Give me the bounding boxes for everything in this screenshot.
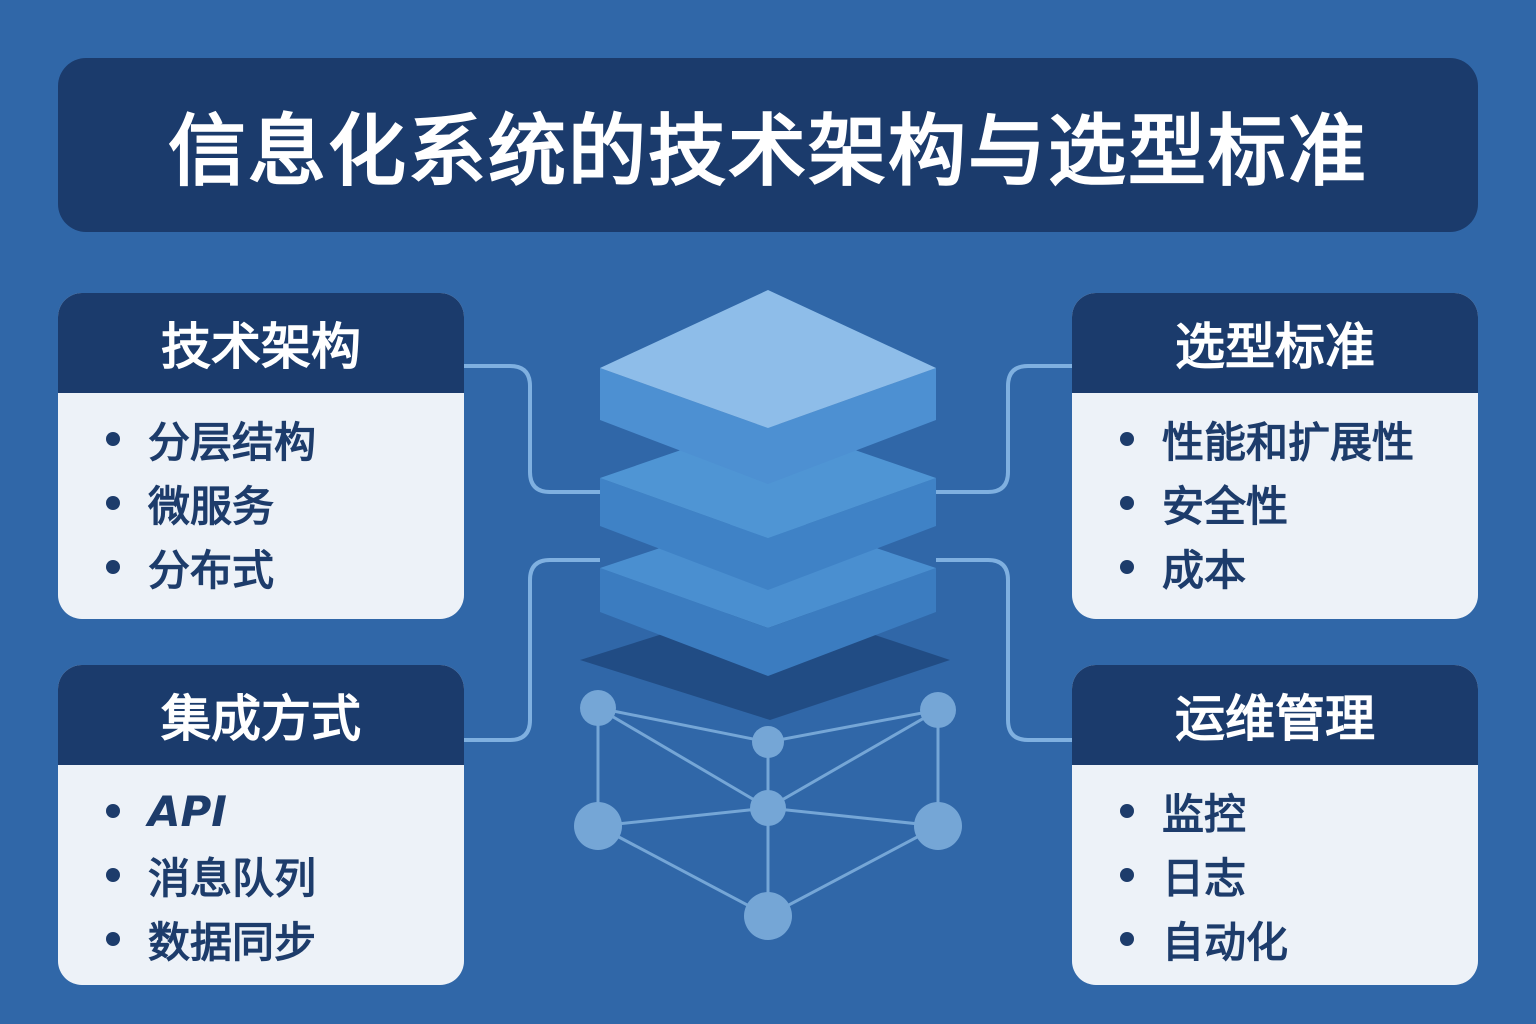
list-item: 消息队列 [106, 843, 464, 907]
connector-tech-arch [464, 364, 600, 494]
network-node [914, 802, 962, 850]
card-heading: 运维管理 [1072, 665, 1478, 765]
bullet-icon [1120, 432, 1134, 446]
network-node [750, 790, 786, 826]
page-title: 信息化系统的技术架构与选型标准 [167, 107, 1368, 197]
connector-ops [936, 558, 1072, 742]
list-item: API [106, 779, 464, 843]
bullet-icon [106, 804, 120, 818]
stack-layer-top [600, 290, 936, 484]
list-item: 安全性 [1120, 471, 1478, 535]
card-selection-criteria: 选型标准 性能和扩展性 安全性 成本 [1072, 293, 1478, 619]
bullet-icon [1120, 868, 1134, 882]
bullet-icon [1120, 932, 1134, 946]
list-item: 成本 [1120, 535, 1478, 599]
card-tech-architecture: 技术架构 分层结构 微服务 分布式 [58, 293, 464, 619]
list-item: 分层结构 [106, 407, 464, 471]
card-operations: 运维管理 监控 日志 自动化 [1072, 665, 1478, 985]
list-item: 性能和扩展性 [1120, 407, 1478, 471]
network-node [580, 690, 616, 726]
connector-lines [464, 364, 1072, 742]
list-item: 微服务 [106, 471, 464, 535]
bullet-icon [106, 496, 120, 510]
list-item: 日志 [1120, 843, 1478, 907]
network-node [744, 892, 792, 940]
title-banner: 信息化系统的技术架构与选型标准 [58, 58, 1478, 232]
bullet-icon [106, 868, 120, 882]
network-node [920, 692, 956, 728]
card-heading: 集成方式 [58, 665, 464, 765]
network-node [752, 726, 784, 758]
bullet-icon [106, 932, 120, 946]
list-item: 分布式 [106, 535, 464, 599]
bullet-icon [1120, 804, 1134, 818]
card-integration: 集成方式 API 消息队列 数据同步 [58, 665, 464, 985]
card-heading: 选型标准 [1072, 293, 1478, 393]
list-item: 监控 [1120, 779, 1478, 843]
bullet-icon [1120, 496, 1134, 510]
bullet-icon [106, 560, 120, 574]
bullet-icon [1120, 560, 1134, 574]
card-heading: 技术架构 [58, 293, 464, 393]
list-item: 数据同步 [106, 907, 464, 971]
connector-selection [936, 364, 1072, 494]
connector-integration [464, 558, 600, 742]
bullet-icon [106, 432, 120, 446]
network-node [574, 802, 622, 850]
list-item: 自动化 [1120, 907, 1478, 971]
